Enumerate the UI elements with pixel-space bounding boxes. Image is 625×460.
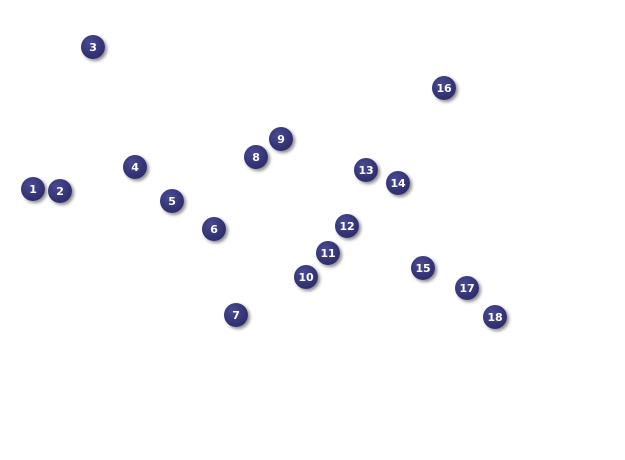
marker-15[interactable]: 15 <box>411 256 435 280</box>
marker-11[interactable]: 11 <box>316 241 340 265</box>
marker-16[interactable]: 16 <box>432 76 456 100</box>
marker-label: 13 <box>358 163 374 177</box>
marker-9[interactable]: 9 <box>269 127 293 151</box>
marker-12[interactable]: 12 <box>335 214 359 238</box>
marker-13[interactable]: 13 <box>354 158 378 182</box>
marker-4[interactable]: 4 <box>123 155 147 179</box>
marker-3[interactable]: 3 <box>81 35 105 59</box>
marker-label: 11 <box>320 246 336 260</box>
marker-17[interactable]: 17 <box>455 276 479 300</box>
marker-1[interactable]: 1 <box>21 177 45 201</box>
marker-label: 2 <box>56 184 64 198</box>
marker-label: 9 <box>277 132 285 146</box>
marker-label: 14 <box>390 176 406 190</box>
marker-label: 17 <box>459 281 475 295</box>
marker-6[interactable]: 6 <box>202 217 226 241</box>
marker-label: 1 <box>29 182 37 196</box>
marker-5[interactable]: 5 <box>160 189 184 213</box>
marker-label: 12 <box>339 219 355 233</box>
marker-label: 5 <box>168 194 176 208</box>
marker-8[interactable]: 8 <box>244 145 268 169</box>
marker-7[interactable]: 7 <box>224 303 248 327</box>
marker-label: 4 <box>131 160 139 174</box>
marker-2[interactable]: 2 <box>48 179 72 203</box>
marker-label: 10 <box>298 270 314 284</box>
marker-14[interactable]: 14 <box>386 171 410 195</box>
marker-label: 6 <box>210 222 218 236</box>
marker-label: 16 <box>436 81 452 95</box>
marker-label: 3 <box>89 40 97 54</box>
marker-label: 15 <box>415 261 431 275</box>
marker-18[interactable]: 18 <box>483 305 507 329</box>
marker-10[interactable]: 10 <box>294 265 318 289</box>
marker-label: 7 <box>232 308 240 322</box>
marker-label: 18 <box>487 310 503 324</box>
marker-label: 8 <box>252 150 260 164</box>
